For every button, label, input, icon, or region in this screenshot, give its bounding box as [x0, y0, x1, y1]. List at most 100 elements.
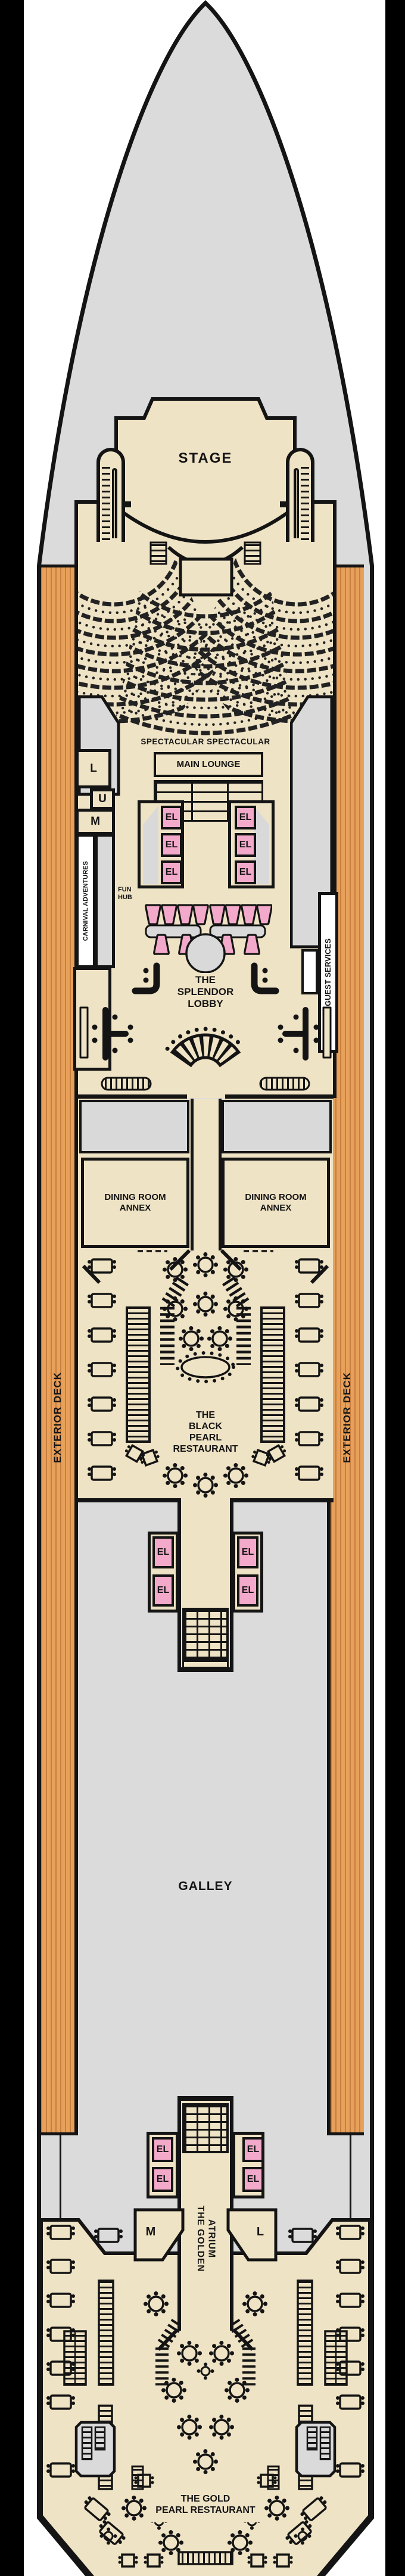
guest-services-desk [301, 949, 318, 994]
stair-rail [294, 468, 299, 538]
stairwells [74, 2421, 337, 2478]
elevator-label: EL [157, 1585, 170, 1595]
golden-atrium-title: THE GOLDEN ATRIUM [195, 2206, 217, 2272]
elevator-bank-port-upper: EL EL EL [138, 800, 184, 888]
letterbox-right [385, 0, 405, 2576]
stair-rail [112, 468, 117, 538]
elevator-bank-port-lower: EL EL [147, 2132, 179, 2198]
elevator: EL [152, 1536, 174, 1568]
stair-stub [280, 501, 289, 507]
lobby-line2: SPLENDOR [177, 986, 234, 997]
exterior-deck-starboard-label-wrap: EXTERIOR DECK [331, 1250, 364, 1584]
center-corridor-wall-port [191, 1099, 194, 1250]
atrium-room-m-label: M [145, 2225, 156, 2239]
elevator-bank-starboard-upper: EL EL EL [228, 800, 275, 888]
bp-line2: BLACK [189, 1421, 222, 1432]
carnival-adventures-room: CARNIVAL ADVENTURES [76, 834, 96, 968]
elevator-label: EL [165, 840, 178, 850]
main-lounge-box: MAIN LOUNGE [154, 752, 263, 777]
elevator: EL [161, 833, 182, 857]
lobby-wall-port [78, 1094, 183, 1099]
staircase-port [155, 2319, 183, 2385]
annex-line2: ANNEX [260, 1203, 292, 1213]
elevator-label: EL [157, 1547, 170, 1557]
bp-line4: RESTAURANT [173, 1443, 238, 1454]
annex-line2: ANNEX [119, 1203, 151, 1213]
elevator: EL [237, 1574, 258, 1607]
main-lounge-label: MAIN LOUNGE [176, 759, 241, 770]
staircase-starboard [228, 2319, 256, 2385]
carnival-adventures-label: CARNIVAL ADVENTURES [82, 860, 89, 941]
golden-atrium-title-wrap: THE GOLDEN ATRIUM [179, 2168, 232, 2310]
gp-line1: THE GOLD [180, 2494, 230, 2505]
fun-hub-label: FUN HUB [118, 886, 132, 902]
stage-label: STAGE [178, 450, 233, 466]
galley-wall-starboard [350, 2135, 351, 2220]
lobby-wall-starboard [229, 1094, 334, 1099]
mid-stair-landing [182, 1660, 229, 1669]
fun-hub-line1: FUN [118, 886, 132, 893]
dining-room-annex-starboard: DINING ROOM ANNEX [222, 1158, 330, 1248]
letterbox-left [0, 0, 24, 2576]
elevator-label: EL [165, 867, 178, 877]
lobby-title: THE SPLENDOR LOBBY [152, 969, 259, 1015]
staircase-starboard [222, 1276, 251, 1365]
corridor-port [79, 1100, 189, 1153]
elevator: EL [152, 2167, 173, 2192]
atrium-line1: THE GOLDEN [195, 2206, 205, 2272]
atrium-line2: ATRIUM [206, 2219, 217, 2259]
orchestra-pit [149, 541, 261, 597]
fun-hub-line2: HUB [118, 893, 132, 901]
lobby-line3: LOBBY [188, 998, 223, 1010]
annex-line1: DINING ROOM [104, 1192, 166, 1203]
room-m-label: M [91, 815, 100, 828]
atrium-room-m-label-wrap: M [138, 2222, 163, 2243]
carnival-counter [95, 834, 115, 968]
elevator: EL [242, 2137, 264, 2162]
bp-line3: PEARL [189, 1433, 222, 1443]
galley-label: GALLEY [178, 1879, 233, 1893]
lobby-line1: THE [195, 974, 216, 986]
room-u-label: U [98, 792, 107, 805]
atrium-room-l-label: L [256, 2225, 264, 2239]
elevator-label: EL [239, 867, 252, 877]
oval-table [176, 1351, 235, 1383]
banquet-tables [124, 1306, 286, 1466]
exterior-deck-label: EXTERIOR DECK [51, 1371, 63, 1463]
mid-staircase [182, 1608, 229, 1660]
room-m: M [76, 809, 115, 835]
stage-label-wrap: STAGE [149, 448, 262, 469]
center-corridor-wall-starboard [219, 1099, 222, 1250]
exterior-deck-port-label-wrap: EXTERIOR DECK [41, 1250, 74, 1584]
exterior-deck-label: EXTERIOR DECK [341, 1371, 353, 1463]
elevator-label: EL [241, 1547, 254, 1557]
seats-center-fan [111, 572, 300, 735]
lobby-fan-staircase [165, 1027, 246, 1068]
elevator: EL [242, 2167, 264, 2192]
elevator: EL [161, 806, 182, 829]
elevator-label: EL [239, 812, 252, 822]
elevator-bank-starboard-mid: EL EL [232, 1532, 263, 1613]
venue-title-wrap: SPECTACULAR SPECTACULAR [113, 736, 298, 748]
elevator: EL [152, 2137, 173, 2162]
gp-line2: PEARL RESTAURANT [155, 2505, 256, 2515]
atrium-staircase [182, 2103, 229, 2153]
elevator-label: EL [247, 2144, 260, 2154]
black-pearl-furniture [82, 1249, 329, 1509]
stair-stub [122, 501, 131, 507]
elevator: EL [161, 860, 182, 884]
elevator-label: EL [165, 812, 178, 822]
elevator-lobby-panel [143, 806, 158, 884]
elevator-bank-starboard-lower: EL EL [232, 2132, 264, 2198]
corridor-starboard [222, 1100, 332, 1153]
staircase-port [160, 1276, 189, 1365]
elevator-bank-port-mid: EL EL [148, 1532, 179, 1613]
stage-stair-port [96, 448, 131, 542]
annex-line1: DINING ROOM [245, 1192, 307, 1203]
atrium-room-l [226, 2208, 278, 2262]
gold-pearl-title: THE GOLD PEARL RESTAURANT [149, 2488, 262, 2522]
stage-outline [114, 397, 297, 544]
elevator: EL [235, 806, 256, 829]
lobby-furniture [79, 962, 332, 1091]
